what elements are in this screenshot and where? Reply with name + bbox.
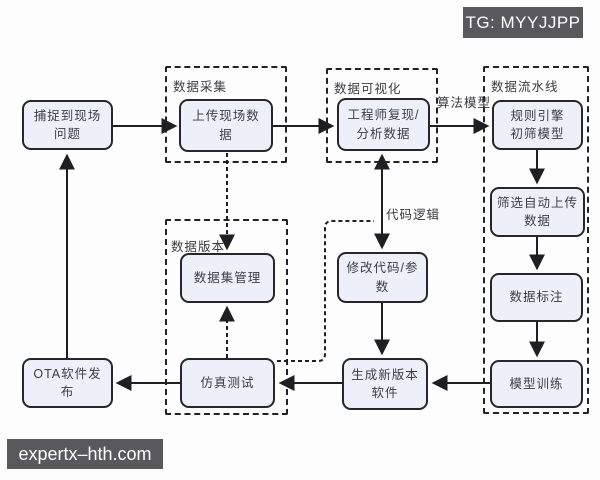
- node-upload-field-data: 上传现场数据: [179, 99, 273, 152]
- group-label-data-pipeline: 数据流水线: [491, 80, 559, 94]
- node-model-training: 模型训练: [490, 360, 583, 408]
- edge-sim-test-to-code-logic-dashed: [277, 220, 374, 362]
- node-rule-engine-model: 规则引擎 初筛模型: [492, 100, 583, 150]
- node-generate-new-version: 生成新版本软件: [342, 358, 428, 410]
- watermark-telegram-badge: TG: MYYJJPP: [463, 7, 583, 38]
- node-ota-release: OTA软件发布: [22, 358, 113, 408]
- group-data-pipeline-frame: [483, 66, 589, 414]
- node-capture-issue: 捕捉到现场问题: [22, 100, 113, 150]
- node-simulation-test: 仿真测试: [180, 358, 275, 408]
- group-label-data-version: 数据版本: [171, 240, 226, 254]
- node-data-annotation: 数据标注: [490, 273, 583, 322]
- watermark-site-badge: expertx–hth.com: [7, 439, 163, 469]
- node-dataset-management: 数据集管理: [180, 253, 275, 303]
- group-label-data-collection: 数据采集: [173, 80, 228, 94]
- group-label-data-visualization: 数据可视化: [334, 82, 402, 96]
- node-engineer-analysis: 工程师复现/分析数据: [337, 98, 430, 151]
- edge-label-code-logic: 代码逻辑: [386, 208, 441, 222]
- node-filter-auto-upload: 筛选自动上传数据: [490, 187, 585, 237]
- edge-label-algorithm-model: 算法模型: [437, 96, 492, 110]
- node-modify-code-params: 修改代码/参数: [337, 252, 428, 303]
